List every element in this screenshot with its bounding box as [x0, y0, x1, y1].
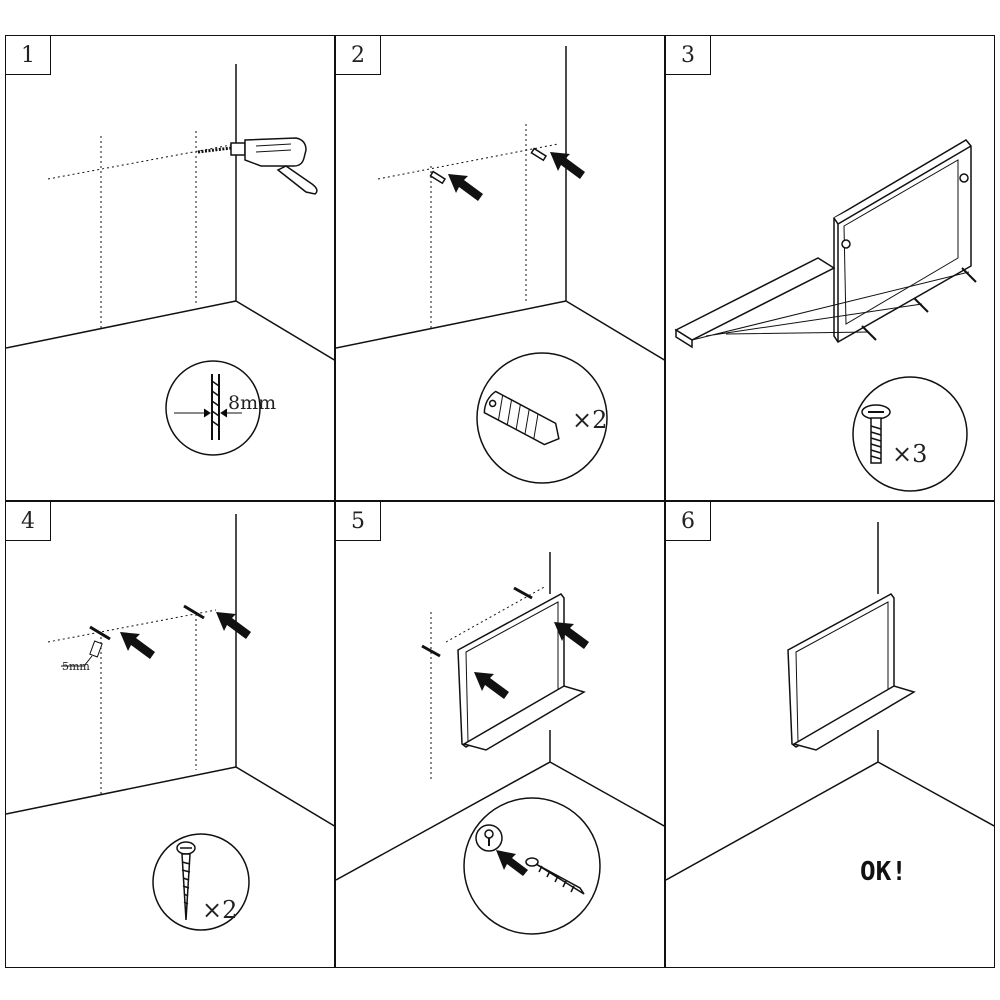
screw-quantity: ×2 [202, 896, 237, 924]
screw-icon [861, 267, 977, 341]
arrow-icon [120, 612, 251, 659]
step-2-number: 2 [336, 36, 381, 75]
bolt-quantity: ×3 [892, 440, 927, 468]
step-6-number: 6 [666, 502, 711, 541]
step-2-panel: 2 ×2 [335, 35, 665, 501]
screw-icon [89, 604, 205, 641]
mirror-frame [833, 139, 972, 343]
step-5-number: 5 [336, 502, 381, 541]
wall-plug-quantity: ×2 [572, 406, 607, 434]
screw-callout [152, 833, 250, 931]
completion-message: OK! [860, 857, 907, 887]
step-5-panel: 5 [335, 501, 665, 968]
mounted-mirror-shelf [787, 593, 916, 751]
step-3-number: 3 [666, 36, 711, 75]
shelf-board [674, 257, 836, 349]
step-6-panel: 6 OK! [665, 501, 995, 968]
arrow-icon [474, 622, 589, 699]
mirror-shelf [457, 593, 586, 751]
hanger-callout [463, 797, 601, 935]
screw-icon [421, 586, 533, 658]
step-4-number: 4 [6, 502, 51, 541]
step-1-panel: 1 8mm [5, 35, 335, 501]
drill-bit-size: 8mm [228, 392, 276, 414]
drill-bit-callout [165, 360, 261, 456]
bolt-callout [852, 376, 968, 492]
wall-plug-icon [429, 147, 548, 185]
drill-icon [197, 137, 318, 195]
step-4-panel: 4 5mm [5, 501, 335, 968]
step-1-number: 1 [6, 36, 51, 75]
arrow-icon [448, 152, 585, 201]
depth-gauge [61, 640, 103, 667]
screw-depth-note: 5mm [62, 660, 90, 673]
step-3-panel: 3 [665, 35, 995, 501]
wall-plug-callout [476, 352, 608, 484]
